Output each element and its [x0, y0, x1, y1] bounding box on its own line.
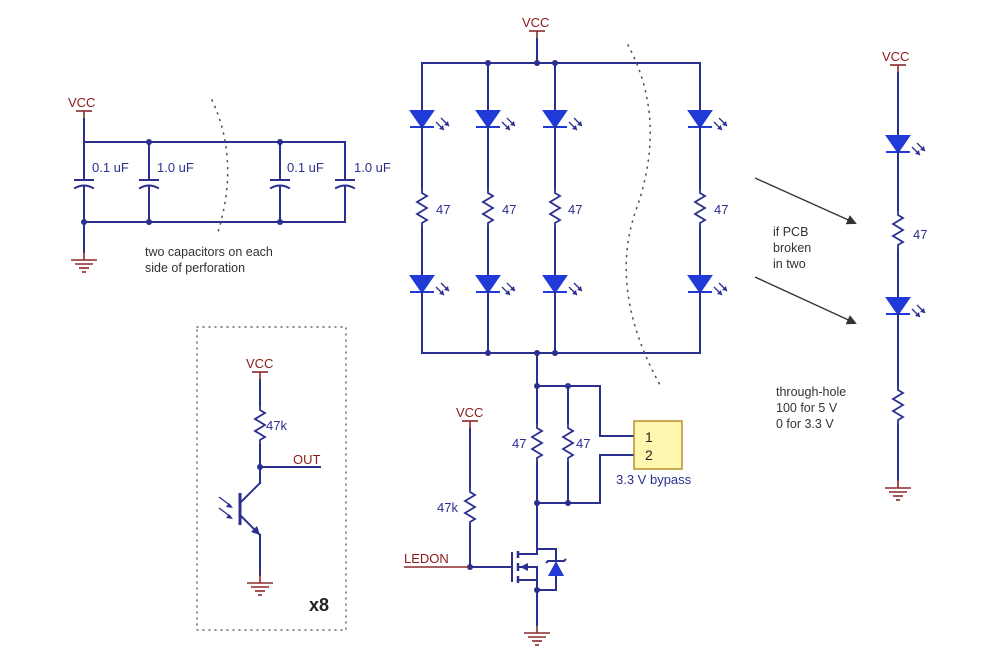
driver-resistor-label-2: 47	[576, 436, 590, 451]
vcc-label-split: VCC	[882, 49, 909, 64]
split-resistor-label: 47	[913, 227, 927, 242]
cap1-label: 0.1 uF	[92, 160, 129, 175]
vcc-label-caps: VCC	[68, 95, 95, 110]
led-array: VCC 47 47	[409, 15, 728, 386]
cap-note-line1: two capacitors on each	[145, 245, 273, 259]
sensor-dotted-box	[196, 326, 347, 631]
led-resistor-label-1: 47	[436, 202, 450, 217]
jumper-pin-2: 2	[645, 447, 653, 463]
led-resistor-label-4: 47	[714, 202, 728, 217]
led-string-2: 47	[475, 62, 516, 354]
arrow-upper	[754, 177, 857, 225]
capacitor-bank: VCC 0.1 uF 1.0 uF 0.1 uF 1.0 uF two capa…	[68, 95, 391, 275]
pcb-note-line3: in two	[773, 257, 806, 271]
led-string-3: 47	[542, 62, 583, 354]
vcc-label-sensor: VCC	[246, 356, 273, 371]
pcb-note-line1: if PCB	[773, 225, 808, 239]
perforation-line-caps	[211, 99, 229, 233]
th-note-line2: 100 for 5 V	[776, 401, 838, 415]
cap4-label: 1.0 uF	[354, 160, 391, 175]
driver-circuit: 47 47 1 2 3.3 V bypass VCC 47k LEDON	[404, 352, 692, 646]
led-resistor-label-3: 47	[568, 202, 582, 217]
vcc-label-leds: VCC	[522, 15, 549, 30]
out-label: OUT	[293, 452, 321, 467]
cap3-label: 0.1 uF	[287, 160, 324, 175]
perforation-line-leds	[625, 44, 661, 386]
arrow-lower	[754, 276, 857, 325]
vcc-label-driver: VCC	[456, 405, 483, 420]
th-note-line1: through-hole	[776, 385, 846, 399]
broken-pcb-annotation: if PCB broken in two	[754, 177, 857, 325]
bypass-label: 3.3 V bypass	[616, 472, 692, 487]
jumper-pin-1: 1	[645, 429, 653, 445]
x8-label: x8	[309, 595, 329, 615]
led-string-4: 47	[687, 62, 728, 354]
driver-resistor-label-1: 47	[512, 436, 526, 451]
led-string-1: 47	[409, 62, 450, 354]
th-note-line3: 0 for 3.3 V	[776, 417, 834, 431]
pcb-note-line2: broken	[773, 241, 811, 255]
jumper-box	[633, 420, 683, 470]
sensor-resistor-label: 47k	[266, 418, 287, 433]
sensor-circuit: VCC 47k OUT x8	[196, 326, 347, 631]
ledon-label: LEDON	[404, 551, 449, 566]
mosfet	[511, 548, 567, 611]
cap-note-line2: side of perforation	[145, 261, 245, 275]
driver-resistor-label-3: 47k	[437, 500, 458, 515]
bypass-jumper[interactable]: 1 2	[633, 420, 683, 470]
led-resistor-label-2: 47	[502, 202, 516, 217]
split-led-chain: VCC 47 through-hole 100 for 5 V 0 for 3.…	[776, 49, 927, 501]
cap2-label: 1.0 uF	[157, 160, 194, 175]
